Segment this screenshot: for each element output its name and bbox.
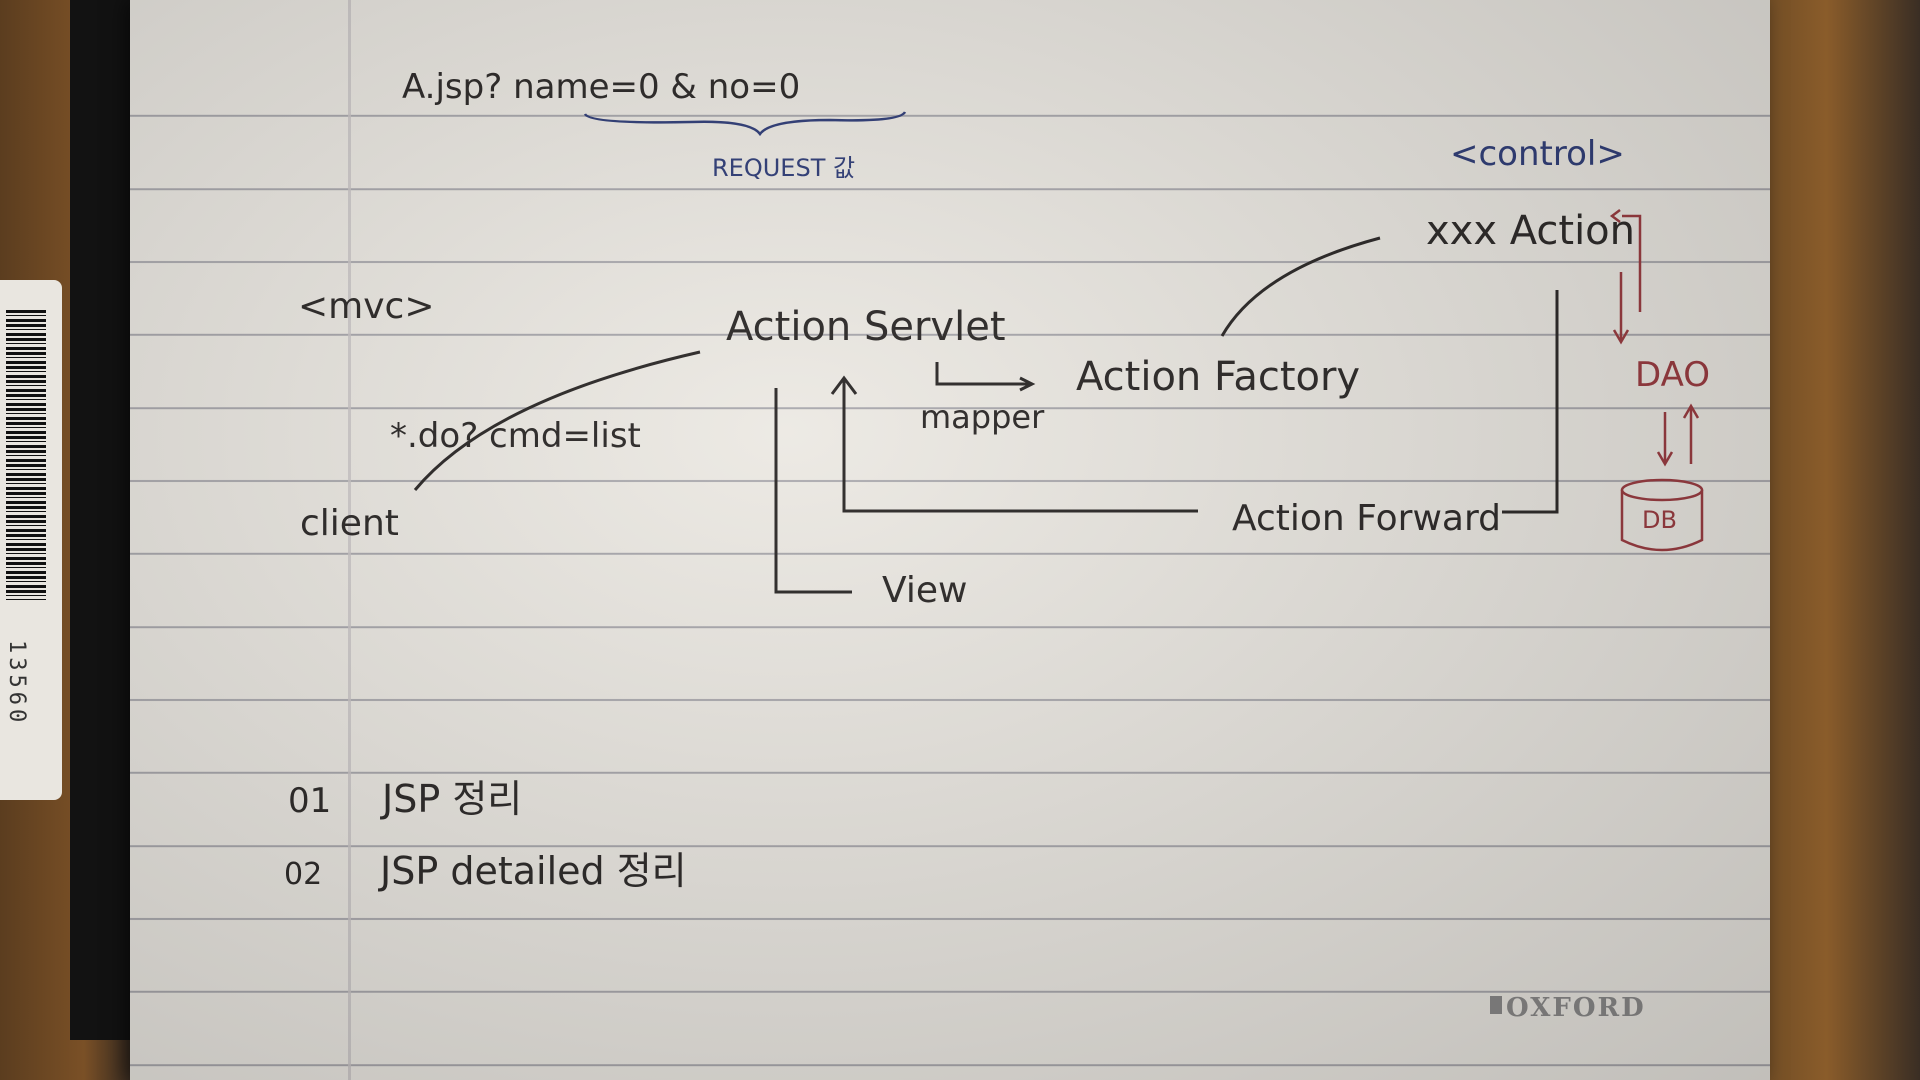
client-to-servlet-line <box>413 350 701 491</box>
dao-db-arrowhead-down <box>1656 451 1674 467</box>
mapper-arrowhead <box>1019 376 1036 392</box>
action-factory-label: Action Factory <box>1076 354 1360 400</box>
notebook-binding <box>70 0 138 1040</box>
db-dao-arrowhead-up <box>1682 403 1700 419</box>
todo-2-number: 02 <box>284 857 322 892</box>
mvc-label: <mvc> <box>298 286 435 327</box>
todo-1-number: 01 <box>288 781 331 821</box>
barcode-number: 13560 <box>4 640 29 727</box>
mapper-label: mapper <box>920 398 1045 436</box>
control-label: <control> <box>1450 134 1625 174</box>
notebook-page: A.jsp? name=0 & no=0 REQUEST 값 <control>… <box>130 0 1770 1080</box>
dao-return-arrow <box>1622 214 1642 312</box>
dao-return-arrowhead <box>1609 209 1621 223</box>
action-to-dao-arrowhead <box>1612 329 1630 345</box>
db-label: DB <box>1642 506 1677 534</box>
barcode-bars <box>6 310 46 600</box>
action-servlet-label: Action Servlet <box>726 304 1006 350</box>
request-line: A.jsp? name=0 & no=0 <box>402 67 800 107</box>
action-forward-label: Action Forward <box>1232 498 1501 539</box>
handwritten-notes: A.jsp? name=0 & no=0 REQUEST 값 <control>… <box>284 67 1710 1023</box>
oxford-brand: OXFORD <box>1506 993 1646 1023</box>
client-path-label: *.do? cmd=list <box>390 416 641 456</box>
background-right <box>1750 0 1920 1080</box>
todo-1-text: JSP 정리 <box>380 777 522 821</box>
factory-to-action-line <box>1220 236 1381 337</box>
db-cylinder-top <box>1620 478 1704 502</box>
forward-to-servlet-arrow <box>842 380 1198 513</box>
request-label: REQUEST 값 <box>712 154 855 182</box>
view-label: View <box>882 570 967 611</box>
action-to-forward-bracket <box>1502 290 1559 514</box>
request-brace <box>583 111 907 137</box>
margin-line <box>348 0 351 1080</box>
xxx-action-label: xxx Action <box>1426 208 1635 254</box>
barcode-label: 13560 <box>0 280 62 800</box>
servlet-to-view-line <box>774 388 852 594</box>
db-cylinder-body <box>1620 490 1704 552</box>
forward-arrowhead <box>830 375 858 395</box>
todo-2-text: JSP detailed 정리 <box>378 849 687 893</box>
oxford-logo-mark <box>1490 996 1502 1014</box>
client-label: client <box>300 503 399 544</box>
mapper-arrow <box>935 362 1030 386</box>
dao-label: DAO <box>1635 355 1710 395</box>
